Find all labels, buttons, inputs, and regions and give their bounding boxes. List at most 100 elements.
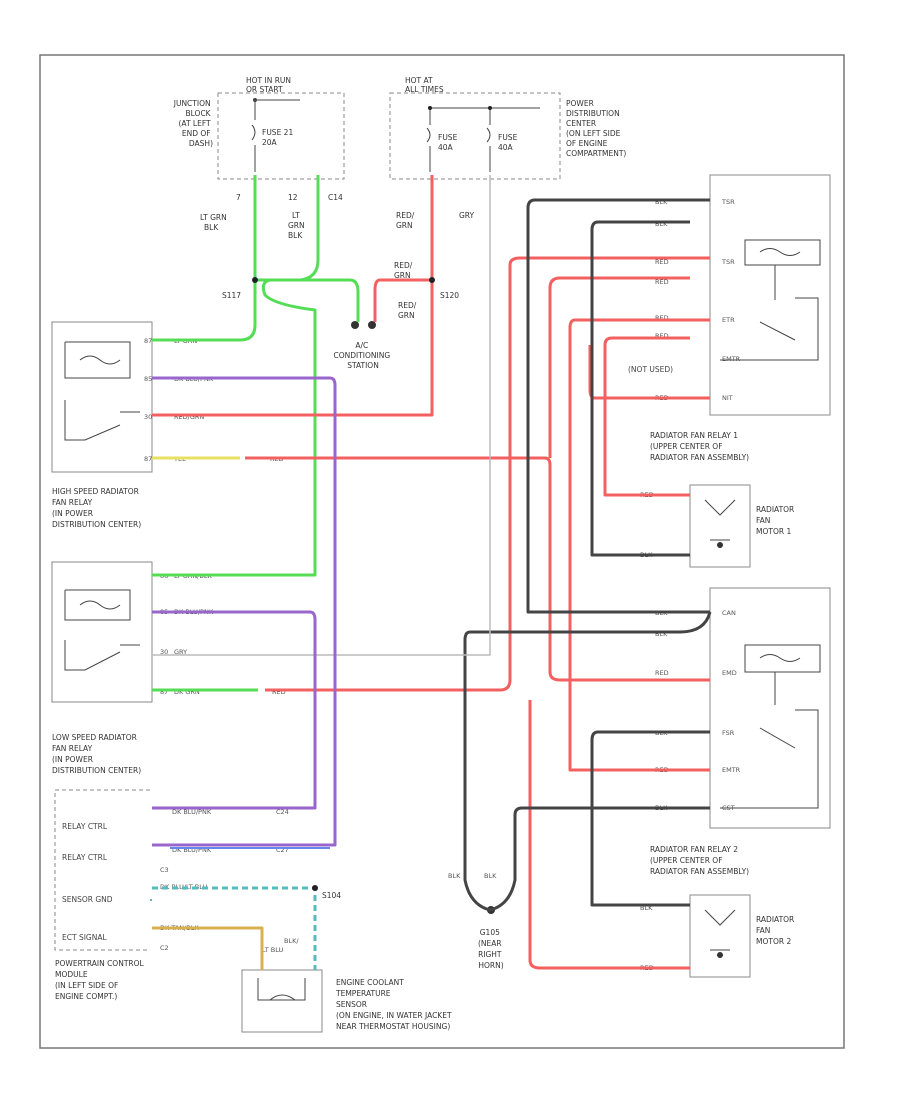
hs-pin-1: 87 [144, 337, 152, 345]
relay1-wire-3: RED [655, 258, 669, 266]
pin-c14: C14 [328, 193, 343, 202]
pin-7: 7 [236, 193, 241, 202]
radiator-fan-motor-2-label: RADIATOR FAN MOTOR 2 [756, 915, 797, 946]
wire-green-2 [152, 175, 320, 577]
wire-red-7 [603, 336, 690, 497]
relay2-wire-3: RED [655, 669, 669, 677]
pcm-wire-2: DK BLU/PNK [172, 846, 212, 854]
wire-tan-1 [152, 926, 264, 970]
pcm-item-1: RELAY CTRL [62, 822, 108, 831]
fuse-a-top-dot [428, 106, 432, 110]
pcm-item-3: SENSOR GND [62, 895, 113, 904]
relay-1-switch [720, 265, 819, 361]
pcm-label: POWERTRAIN CONTROL MODULE (IN LEFT SIDE … [55, 959, 146, 1001]
pcm-pin-2: C27 [276, 846, 289, 854]
relay-2-switch [720, 672, 819, 809]
pcm-pin-3: C3 [160, 866, 169, 874]
wire-red-3 [245, 456, 710, 682]
relay2-pin-3: FSR [722, 729, 735, 737]
relay-2-coil [744, 644, 821, 673]
ls-pin-4: 87 [160, 688, 168, 696]
radiator-fan-relay-2-box [709, 587, 831, 829]
wire-purple-1 [152, 376, 337, 847]
pcm-pin-1: C24 [276, 808, 289, 816]
ls-wire-5: RED [272, 688, 286, 696]
fuse-21-symbol [251, 100, 256, 172]
low-speed-relay-coil [64, 589, 131, 621]
pcm-item-2: RELAY CTRL [62, 853, 108, 862]
radiator-fan-motor-1-label: RADIATOR FAN MOTOR 1 [756, 505, 797, 536]
wire-black-1 [526, 198, 710, 614]
high-speed-relay-switch [64, 400, 140, 441]
fuse-a-symbol [426, 108, 431, 172]
relay1-not-used: (NOT USED) [628, 365, 673, 374]
wire-label-red-grn-3: RED/GRN [398, 301, 417, 320]
wires-group [150, 175, 712, 970]
relay1-wire-6: RED [655, 332, 669, 340]
splice-dot-s117 [252, 277, 258, 283]
wire-label-red-grn-2: RED/GRN [394, 261, 413, 280]
relay1-pin-1: TSR [721, 198, 735, 206]
hs-pin-4: 87 [144, 455, 152, 463]
motor-2-symbol [704, 909, 736, 951]
wire-green-1 [152, 175, 257, 342]
radiator-fan-relay-1-label: RADIATOR FAN RELAY 1 (UPPER CENTER OF RA… [650, 431, 749, 462]
radiator-fan-motor-2-box [689, 894, 751, 978]
pdc-top-label: POWER DISTRIBUTION CENTER (ON LEFT SIDE … [566, 99, 626, 158]
relay1-wire-2: BLK [655, 220, 668, 228]
relay1-wire-4: RED [655, 278, 669, 286]
ls-wire-3: GRY [174, 648, 187, 656]
radiator-fan-motor-1-box [689, 484, 751, 568]
relay-1-coil [744, 239, 821, 266]
low-speed-relay-box [51, 561, 153, 703]
pin-12: 12 [288, 193, 298, 202]
relay2-pin-1: CAN [722, 609, 736, 617]
wire-red-4 [265, 256, 710, 692]
wire-red-1 [152, 175, 434, 417]
high-speed-relay-coil [64, 341, 131, 379]
ect-wire-label: BLK/LT BLU [262, 937, 299, 954]
relay1-pin-2: TSR [721, 258, 735, 266]
wire-red-6 [568, 318, 710, 772]
wire-gray-1 [152, 175, 491, 656]
pcm-item-4: ECT SIGNAL [62, 933, 107, 942]
splice-s117: S117 [222, 291, 241, 300]
relay2-pin-5: CST [722, 804, 735, 812]
pcm-box [54, 789, 150, 951]
diagram-frame [39, 54, 845, 1049]
splice-dot-s104 [312, 885, 318, 891]
relay1-pin-3: ETR [722, 316, 735, 324]
motor2-wire-1: BLK [640, 904, 653, 912]
splice-s120: S120 [440, 291, 459, 300]
relay2-pin-2: EMD [722, 669, 737, 677]
wire-green-3 [255, 278, 360, 322]
ac-switch-label: A/C CONDITIONING STATION [333, 341, 392, 370]
relay2-wire-2: BLK [655, 630, 668, 638]
junction-block-label: JUNCTION BLOCK (AT LEFT END OF DASH) [173, 99, 213, 148]
ac-switch-terminal-2 [368, 321, 376, 329]
relay1-pin-4: EMTR [722, 355, 741, 363]
hs-pin-3: 30 [144, 413, 152, 421]
radiator-fan-relay-2-label: RADIATOR FAN RELAY 2 (UPPER CENTER OF RA… [650, 845, 749, 876]
wire-black-4 [590, 730, 710, 907]
ls-pin-3: 30 [160, 648, 168, 656]
ac-switch-terminal-1 [351, 321, 359, 329]
wire-red-5 [548, 276, 690, 458]
wire-purple-2 [152, 610, 317, 810]
wire-black-2 [590, 220, 690, 557]
high-speed-relay-box [51, 321, 153, 473]
ect-sensor-symbol [257, 978, 306, 1001]
fuse-b-symbol [486, 108, 491, 172]
junction-block-box [217, 92, 345, 180]
ls-wire-4: DK GRN [174, 688, 200, 696]
ground-wire-2: BLK [484, 872, 497, 880]
ground-g105-label: G105 (NEAR RIGHT HORN) [478, 928, 504, 970]
ground-wire-1: BLK [448, 872, 461, 880]
splice-dot-s120 [429, 277, 435, 283]
